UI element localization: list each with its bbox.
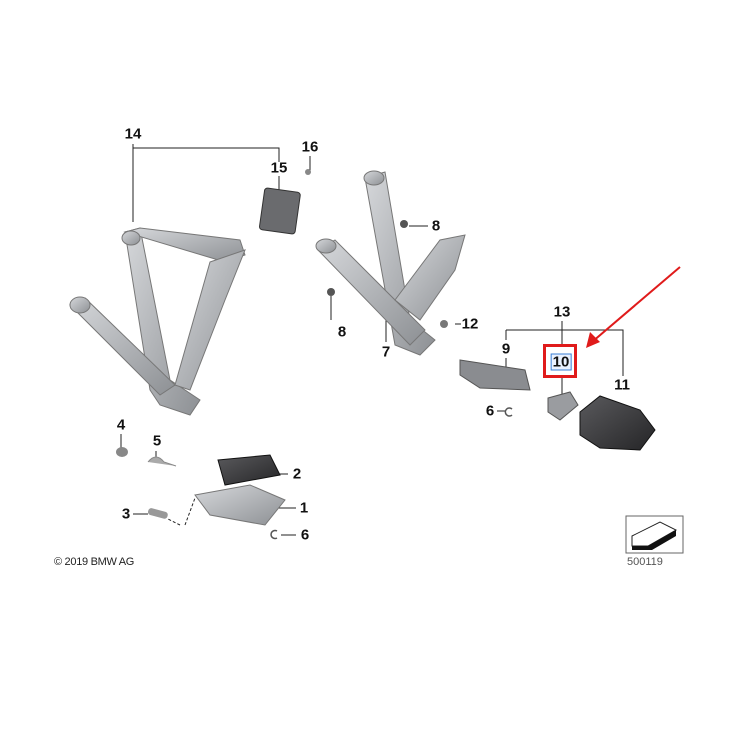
- screw-part-16: [305, 169, 311, 175]
- rubber-damper-part-15: [259, 187, 301, 235]
- rubber-footpeg-part-11: [579, 395, 656, 451]
- callout-3[interactable]: 3: [121, 505, 131, 523]
- spring-part-4: [116, 447, 128, 457]
- orientation-icon: [625, 515, 684, 554]
- callout-6[interactable]: 6: [300, 526, 310, 544]
- callout-11[interactable]: 11: [614, 376, 630, 394]
- footrest-part-9: [459, 359, 531, 391]
- callout-13[interactable]: 13: [553, 303, 571, 321]
- callout-2[interactable]: 2: [292, 465, 302, 483]
- screw-part-8a: [400, 220, 408, 228]
- callout-8[interactable]: 8: [337, 323, 347, 341]
- diagram-number: 500119: [627, 556, 663, 568]
- spring-part-10: [547, 391, 579, 421]
- red-arrow-line: [591, 266, 681, 343]
- callout-12[interactable]: 12: [461, 315, 479, 333]
- screw-part-8b: [327, 288, 335, 296]
- callout-16[interactable]: 16: [301, 138, 319, 156]
- circlip-part-6a: [504, 407, 513, 417]
- callout-10-highlighted[interactable]: 10: [550, 353, 572, 371]
- highlight-box: [543, 344, 577, 378]
- callout-8[interactable]: 8: [431, 217, 441, 235]
- rubber-pad-part-2: [217, 454, 281, 486]
- callout-15[interactable]: 15: [270, 159, 288, 177]
- pin-part-3: [147, 508, 168, 519]
- footrest-bracket-right: [315, 170, 466, 356]
- callout-4[interactable]: 4: [116, 416, 126, 434]
- spring-part-5: [147, 456, 177, 467]
- callout-9[interactable]: 9: [501, 340, 511, 358]
- copyright-text: © 2019 BMW AG: [54, 556, 135, 568]
- footpeg-part-1: [194, 484, 286, 526]
- circlip-part-6b: [270, 529, 278, 540]
- callout-5[interactable]: 5: [152, 432, 162, 450]
- callout-7[interactable]: 7: [381, 343, 391, 361]
- red-arrow-head: [586, 332, 600, 348]
- callout-6[interactable]: 6: [485, 402, 495, 420]
- pin-part-12: [440, 320, 448, 328]
- callout-1[interactable]: 1: [299, 499, 309, 517]
- footrest-bracket-left: [69, 227, 246, 416]
- callout-14[interactable]: 14: [124, 125, 142, 143]
